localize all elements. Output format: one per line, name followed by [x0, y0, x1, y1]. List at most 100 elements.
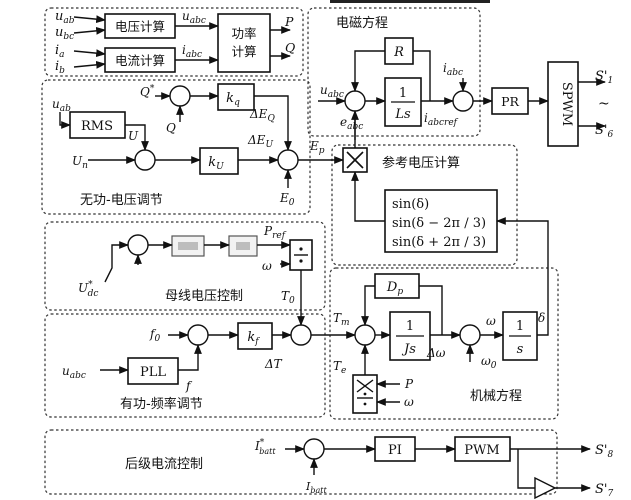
block-PR	[491, 87, 529, 115]
label-PWM: PWM	[464, 443, 499, 458]
block-voltage-calc	[104, 13, 176, 39]
sig-Ibatt: Ibatt	[305, 480, 327, 495]
label-PI: PI	[388, 443, 402, 458]
sig-uab: uab	[55, 9, 75, 26]
block-SPWM	[547, 61, 579, 147]
sig-omega1: ω	[262, 259, 272, 273]
region-jixie	[329, 267, 559, 420]
sig-iabc-fb: iabc	[443, 61, 463, 78]
title-jixie: 机械方程	[470, 388, 522, 404]
block-kU	[199, 147, 239, 175]
sig-Qstar: Q*	[140, 84, 155, 99]
sig-dEU: ΔEU	[247, 133, 273, 150]
sig-Tm: Tm	[333, 311, 350, 328]
sig-omega2: ω	[486, 314, 496, 328]
top-edge-strip	[330, 0, 490, 3]
label-kU: kU	[208, 155, 224, 172]
label-s-den: s	[517, 342, 524, 357]
label-Ls-num: 1	[399, 86, 407, 101]
sig-Udc: U*dc	[78, 280, 98, 299]
block-kq	[217, 83, 255, 111]
sig-P: P	[284, 14, 294, 29]
sig-eabc: eabc	[340, 115, 363, 132]
sig-tilde: ~	[598, 96, 610, 112]
sig-T0: T0	[281, 289, 295, 306]
label-PLL: PLL	[140, 365, 166, 380]
sig-f: f	[185, 379, 193, 393]
sig-iabcref: iabcref	[424, 111, 459, 128]
region-cankao	[331, 144, 518, 266]
label-sin2: sin(δ − 2π / 3)	[392, 216, 486, 231]
sig-ubc: ubc	[55, 25, 74, 42]
region-wugong	[41, 79, 311, 215]
block-RMS	[69, 111, 126, 139]
sum-voltage	[134, 149, 156, 171]
title-wugong: 无功-电压调节	[80, 193, 163, 208]
sig-Ibatt-ref: I*batt	[254, 438, 276, 456]
sum-electromag	[344, 90, 366, 112]
sig-dOmega: Δω	[426, 346, 446, 360]
region-yougong	[44, 313, 326, 418]
sig-Q: Q	[285, 40, 295, 55]
title-muxian: 母线电压控制	[165, 289, 243, 304]
sum-mechanical	[354, 324, 376, 346]
sum-current	[452, 90, 474, 112]
region-muxian	[44, 221, 326, 311]
sig-omega0: ω0	[481, 354, 497, 371]
title-houji: 后级电流控制	[125, 457, 203, 472]
label-Js-num: 1	[406, 319, 414, 334]
block-PLL	[127, 357, 179, 385]
sum-reactive	[169, 85, 191, 107]
sum-Ep	[277, 149, 299, 171]
title-dianci: 电磁方程	[336, 15, 388, 31]
sig-f0: f0	[149, 327, 160, 344]
sig-dT: ΔT	[264, 357, 283, 371]
sig-S8: S'8	[595, 443, 613, 460]
sig-S7: S'7	[595, 482, 613, 499]
sig-uab2: uab	[52, 97, 71, 114]
block-power-calc	[217, 13, 271, 73]
sig-delta: δ	[538, 311, 545, 325]
block-sin-calc	[384, 189, 498, 253]
sig-Q2: Q	[166, 121, 176, 135]
sig-Te: Te	[333, 359, 346, 376]
label-SPWM: SPWM	[559, 82, 574, 126]
sum-omega	[459, 324, 481, 346]
sig-S1: S'1	[595, 69, 613, 86]
sig-dEQ: ΔEQ	[249, 107, 275, 124]
label-RMS: RMS	[81, 119, 113, 134]
label-sin3: sin(δ + 2π / 3)	[392, 235, 486, 250]
sig-P2: P	[404, 377, 414, 391]
sig-Un: Un	[72, 154, 88, 171]
label-kf: kf	[247, 330, 260, 347]
sig-uabc-em: uabc	[320, 83, 344, 100]
sum-torque	[290, 324, 312, 346]
sig-iabc-out: iabc	[182, 43, 202, 60]
sig-Ep: Ep	[309, 139, 325, 156]
block-kf	[237, 322, 273, 350]
label-power-calc-1: 功率	[231, 26, 256, 41]
inverter-triangle	[534, 476, 557, 500]
label-Dp: Dp	[386, 280, 403, 297]
region-houji	[44, 429, 558, 495]
sum-battery	[303, 438, 325, 460]
label-kq: kq	[226, 91, 240, 108]
sig-E0: E0	[279, 191, 295, 208]
title-yougong: 有功-频率调节	[120, 396, 203, 412]
sig-uabc-pll: uabc	[62, 364, 86, 381]
sum-frequency	[187, 324, 209, 346]
label-current-calc: 电流计算	[115, 53, 165, 68]
sig-S6: S'6	[595, 123, 613, 140]
label-power-calc-2: 计算	[231, 44, 256, 59]
label-Ls-den: Ls	[394, 107, 411, 122]
sig-omega3: ω	[404, 395, 414, 409]
label-sin1: sin(δ)	[392, 197, 429, 212]
region-dianci	[307, 7, 481, 137]
sum-dc-bus	[127, 234, 149, 256]
sig-U: U	[128, 129, 139, 143]
sig-uabc-out: uabc	[182, 9, 206, 26]
label-voltage-calc: 电压计算	[115, 19, 165, 34]
label-s-num: 1	[516, 319, 524, 334]
label-Js-den: Js	[401, 342, 416, 357]
